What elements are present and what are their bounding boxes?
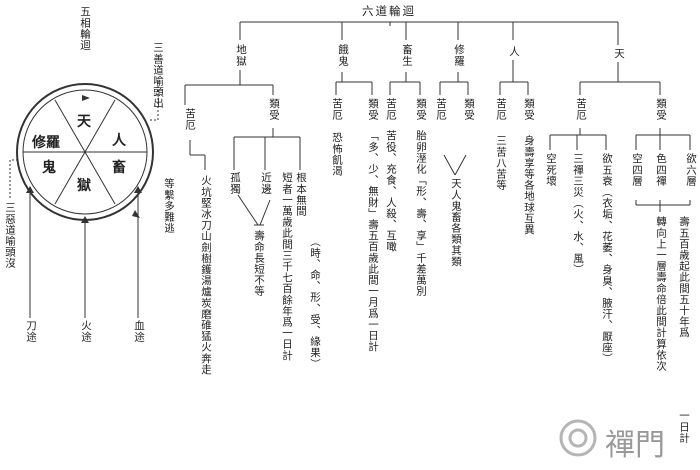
ghost-types: 類受 — [367, 98, 379, 121]
heaven-form-four: 色四禪 — [655, 153, 667, 187]
blade-path-label: 刀途 — [25, 320, 37, 343]
animal-types-desc: 胎卵溼化「形、壽、享」千差萬別 — [415, 130, 427, 297]
hell-fundamental-desc2: 短者一萬歲此間三千七百餘年爲一日計 — [281, 172, 293, 361]
animal-suffering: 苦厄 — [385, 98, 397, 121]
wheel-animal: 畜 — [112, 160, 126, 176]
heaven-suffering: 苦厄 — [575, 98, 587, 121]
asura-types-desc: 天人鬼畜各類其類 — [450, 178, 462, 267]
human-suffering: 苦厄 — [495, 98, 507, 121]
asura-label: 修羅 — [453, 44, 465, 67]
wheel-asura: 修羅 — [32, 135, 60, 151]
hell-solitary: 孤獨 — [229, 172, 241, 195]
hell-types: 類受 — [268, 98, 280, 121]
heaven-desire-six: 欲六層 — [685, 153, 697, 187]
hell-label: 地獄 — [235, 44, 247, 67]
three-evil-realms-note: 三惡道喻頭沒 — [4, 202, 16, 269]
heaven-three-dhyana: 三禪三災（火、水、風） — [572, 153, 584, 276]
watermark-logo-icon — [556, 416, 600, 460]
heaven-empty-death: 空死壞 — [545, 153, 557, 187]
hell-suffering: 苦厄 — [184, 108, 196, 131]
root-six-realms: 六道輪迴 — [362, 4, 416, 18]
cycle-inescapable-note: 等繫多難逃 — [163, 178, 175, 234]
human-suffering-desc: 三苦八苦等 — [495, 135, 507, 191]
hell-fundamental: 根本無間 — [295, 172, 307, 217]
heaven-formless-four: 空四層 — [631, 153, 643, 187]
human-types-desc: 身壽享等各地球互異 — [523, 135, 535, 235]
three-good-realms-note: 三善道喻頭出 — [152, 42, 164, 109]
hell-fundamental-desc1: （時、命、形、受、緣果） — [309, 236, 321, 370]
asura-suffering: 苦厄 — [435, 98, 447, 121]
hell-lifespan-note: 壽命長短不等 — [253, 230, 265, 297]
human-types: 類受 — [523, 98, 535, 121]
blood-path-label: 血途 — [133, 320, 145, 343]
fire-path-label: 火途 — [80, 320, 92, 343]
heaven-types: 類受 — [655, 98, 667, 121]
animal-types: 類受 — [415, 98, 427, 121]
ghost-label: 餓鬼 — [337, 44, 349, 67]
hell-suffering-desc: 火坑堅冰刀山劍樹鑊湯爐炭磨碓猛火奔走 — [200, 175, 212, 375]
animal-suffering-desc: 苦役、充食、人殺、互噉 — [385, 130, 397, 253]
watermark-logo-mark — [559, 419, 597, 457]
heaven-lifespan-desc3: 轉向上一層壽命倍此間計算依次 — [655, 216, 667, 372]
heaven-five-decays: 欲五衰（衣垢、花萎、身臭、腋汗、厭座） — [601, 153, 613, 364]
ghost-suffering: 苦厄 — [331, 98, 343, 121]
heaven-lifespan-desc1: 壽五百歲起此間五十年爲 — [678, 216, 690, 339]
watermark-text: 禪門 — [605, 428, 665, 463]
ghost-types-desc: 「多、少、無財」壽五百歲此間一月爲一日計 — [367, 130, 379, 352]
asura-types: 類受 — [463, 98, 475, 121]
wheel-heaven: 天 — [77, 114, 91, 130]
hell-adjacent: 近邊 — [260, 172, 272, 195]
wheel-hell: 獄 — [77, 178, 91, 194]
human-label: 人 — [508, 46, 520, 58]
wheel-human: 人 — [112, 133, 126, 149]
animal-label: 畜生 — [401, 44, 413, 67]
ghost-suffering-desc: 恐怖飢渴 — [331, 132, 343, 177]
heaven-lifespan-desc2: 一日計 — [678, 410, 690, 444]
wheel-ghost: 鬼 — [42, 160, 56, 176]
five-aspect-cycle-title: 五相輪迴 — [79, 6, 91, 51]
heaven-label: 天 — [613, 48, 625, 60]
